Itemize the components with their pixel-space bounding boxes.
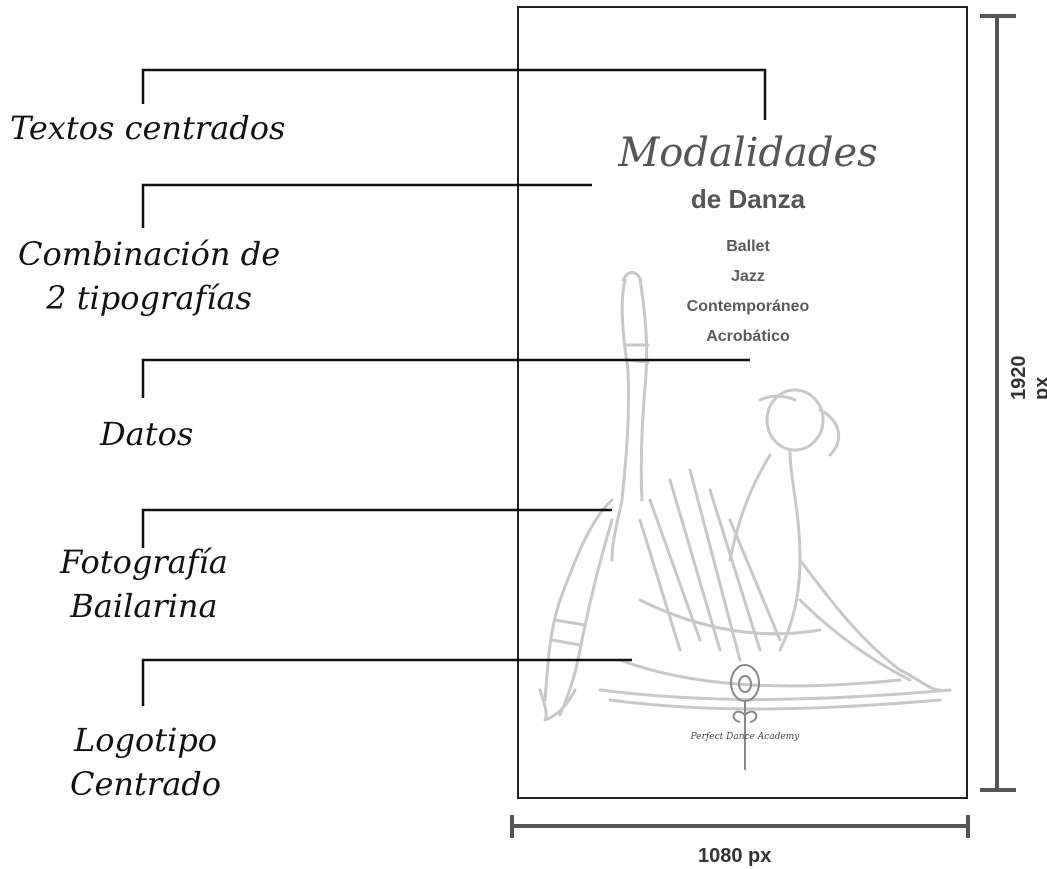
label-combinacion-tipografias: Combinación de 2 tipografías [18, 232, 280, 320]
poster-modalities: Ballet Jazz Contemporáneo Acrobático [618, 232, 878, 352]
label-line: Textos centrados [10, 109, 286, 147]
poster-title-sans: de Danza [690, 184, 806, 214]
modality-item: Contemporáneo [686, 298, 810, 315]
dancer-illustration [538, 271, 952, 722]
modality-item: Jazz [731, 268, 765, 285]
label-textos-centrados: Textos centrados [10, 106, 285, 150]
logo-mark [730, 664, 760, 770]
height-dimension [980, 14, 1016, 792]
poster-title-script: Modalidades [618, 130, 878, 176]
height-label: 1920 px [1008, 355, 1047, 401]
label-line: Fotografía [60, 543, 228, 581]
modality-item: Ballet [726, 238, 770, 255]
label-datos: Datos [100, 412, 193, 456]
leader-line-datos [141, 358, 750, 398]
label-line: Combinación de [18, 235, 281, 273]
label-fotografia-bailarina: Fotografía Bailarina [60, 540, 228, 628]
leader-line-tipografias [141, 183, 592, 228]
label-line: Logotipo [73, 721, 218, 759]
label-logotipo-centrado: Logotipo Centrado [70, 718, 221, 806]
annotation-lines [141, 68, 767, 706]
modality-item: Acrobático [706, 328, 790, 345]
label-line: Centrado [70, 765, 222, 803]
label-line: Datos [100, 415, 194, 453]
label-line: 2 tipografías [46, 279, 252, 317]
label-line: Bailarina [70, 587, 218, 625]
leader-line-logotipo [141, 658, 632, 706]
leader-line-fotografia [141, 508, 612, 548]
leader-line-textos [141, 68, 767, 120]
width-label: 1080 px [698, 845, 772, 867]
width-dimension [510, 815, 970, 838]
logo-text: Perfect Dance Academy [690, 732, 800, 742]
